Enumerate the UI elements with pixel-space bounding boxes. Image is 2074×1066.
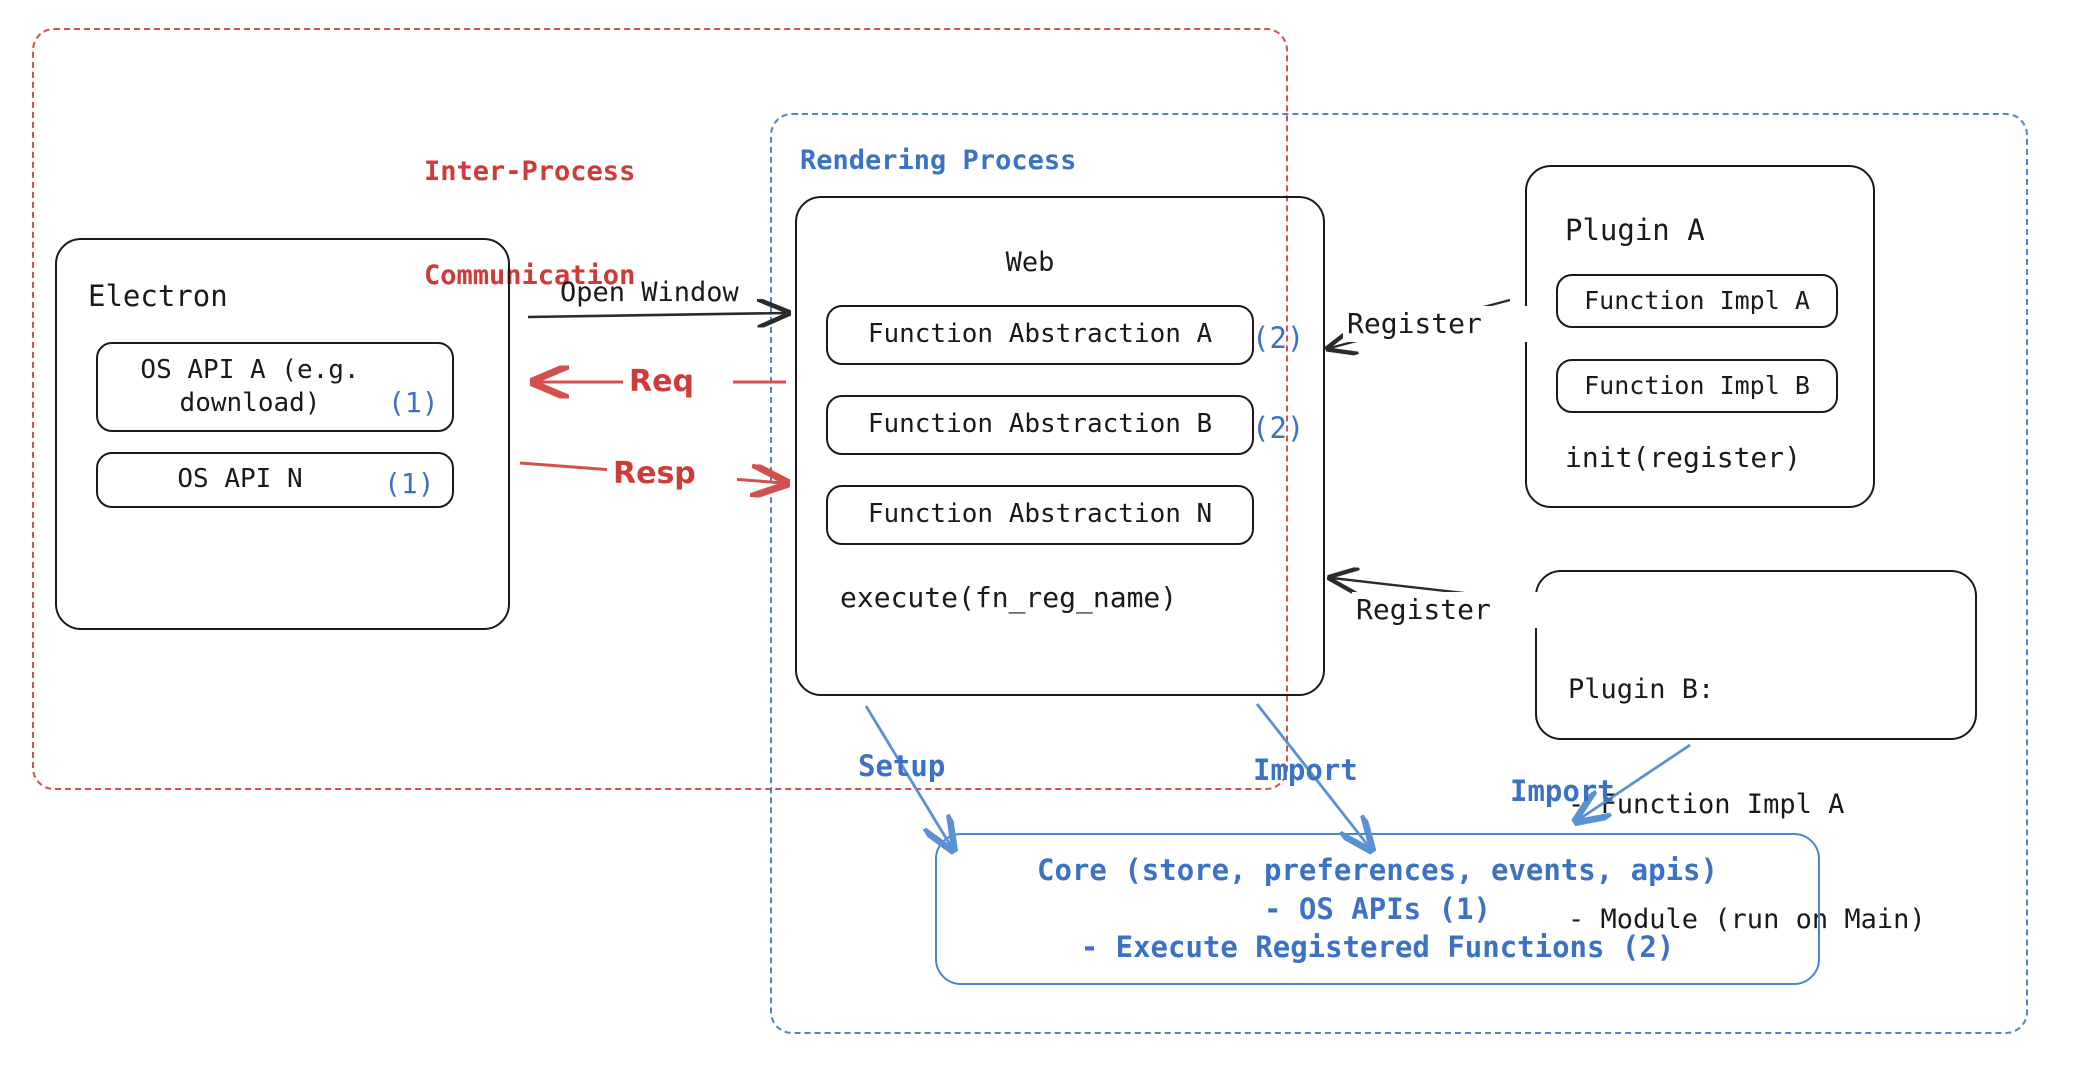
function-abstraction-a-marker: (2) <box>1252 321 1305 355</box>
core-line-2: - Execute Registered Functions (2) <box>1080 930 1675 965</box>
edge-label-req: Req <box>623 363 733 402</box>
os-api-a-label: OS API A (e.g. download) <box>140 354 360 418</box>
function-abstraction-a-label: Function Abstraction A <box>867 319 1213 350</box>
ipc-boundary <box>32 28 1288 790</box>
plugin-b-content: Plugin B: - Function Impl A - Module (ru… <box>1568 594 1978 1016</box>
ipc-boundary-label: Inter-Process Communication <box>424 86 724 362</box>
edge-label-register-top: Register <box>1343 306 1543 342</box>
function-impl-b-box <box>1556 359 1838 413</box>
edge-label-open-window: Open Window <box>560 277 739 308</box>
function-abstraction-b-marker: (2) <box>1252 411 1305 445</box>
function-abstraction-n-label: Function Abstraction N <box>867 499 1213 530</box>
plugin-b-box <box>1535 570 1977 740</box>
os-api-a-box <box>96 342 454 432</box>
core-line-0: Core (store, preferences, events, apis) <box>1037 852 1718 887</box>
function-impl-a-box <box>1556 274 1838 328</box>
core-line-1: - OS APIs (1) <box>1264 891 1491 926</box>
plugin-a-init-label: init(register) <box>1565 441 1802 474</box>
function-abstraction-a-box <box>826 305 1254 365</box>
web-execute-label: execute(fn_reg_name) <box>840 581 1178 614</box>
core-box <box>935 833 1820 985</box>
ipc-label-line1: Inter-Process <box>424 156 636 188</box>
edge-label-import-plugin-b: Import <box>1510 774 1615 808</box>
function-impl-b-label: Function Impl B <box>1584 371 1810 400</box>
function-impl-a-label: Function Impl A <box>1584 286 1810 315</box>
ipc-label-line2: Communication <box>424 259 636 291</box>
plugin-b-title: Plugin B: <box>1568 673 1715 705</box>
edge-label-resp: Resp <box>607 455 737 494</box>
function-abstraction-b-box <box>826 395 1254 455</box>
os-api-n-label: OS API N <box>177 464 303 495</box>
electron-title: Electron <box>88 279 228 313</box>
os-api-n-box <box>96 452 454 508</box>
edge-label-setup: Setup <box>858 749 946 783</box>
web-box <box>795 196 1325 696</box>
function-abstraction-n-box <box>826 485 1254 545</box>
rendering-process-label: Rendering Process <box>800 145 1077 176</box>
function-abstraction-b-label: Function Abstraction B <box>867 409 1213 440</box>
os-api-n-marker: (1) <box>384 467 435 500</box>
edge-label-register-bottom: Register <box>1352 592 1552 628</box>
plugin-b-item-1: - Module (run on Main) <box>1568 903 1926 935</box>
core-content: Core (store, preferences, events, apis) … <box>935 833 1820 985</box>
edge-label-import-web: Import <box>1253 753 1358 787</box>
electron-box <box>55 238 510 630</box>
rendering-process-boundary <box>770 113 2028 1034</box>
plugin-a-title: Plugin A <box>1565 213 1705 247</box>
web-title: Web <box>1005 246 1055 278</box>
os-api-a-marker: (1) <box>388 386 439 419</box>
